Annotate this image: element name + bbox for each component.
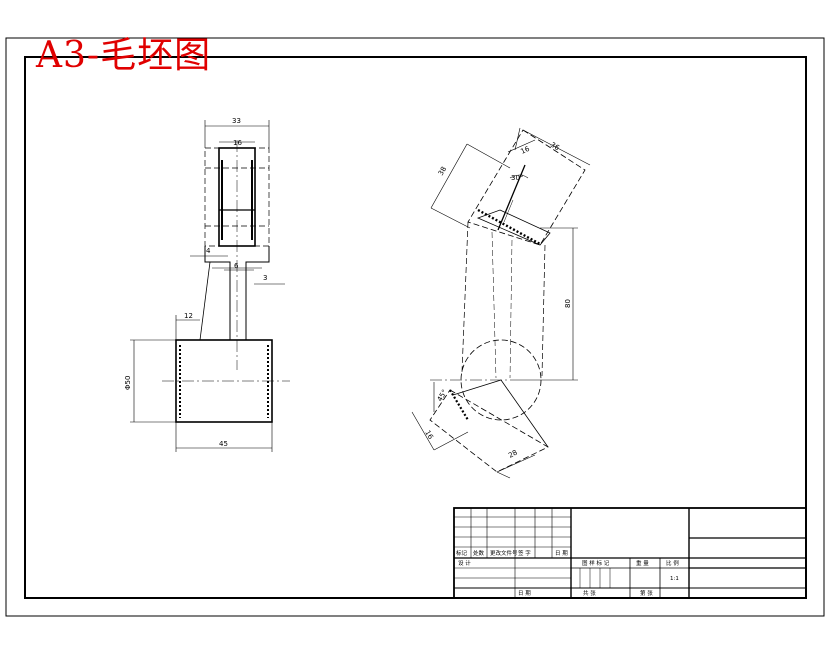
dim-top-inner: 16: [233, 139, 242, 147]
hub-circle: [460, 339, 542, 421]
tb-row-label-count: 处数: [473, 549, 485, 557]
outer-border: [5, 37, 825, 617]
tb-weight: 重 量: [636, 559, 649, 567]
dim-neck-center: 6: [234, 262, 239, 270]
tb-row-label-date: 日 期: [555, 550, 568, 557]
dim-neck-left: 4: [206, 247, 211, 255]
dim-arm-length: 38: [437, 165, 448, 177]
angled-boss: [467, 129, 586, 246]
tb-row-label-change: 更改文件号: [490, 549, 518, 557]
left-view-dimension-text: 33 16 4 6 3 12 Φ50 45: [124, 117, 267, 448]
dim-body-height: Φ50: [124, 376, 132, 390]
dim-angle: 30°: [511, 174, 523, 182]
tb-designer: 设 计: [458, 559, 471, 567]
tb-scale: 比 例: [666, 559, 679, 567]
dim-arm-width: 36: [549, 141, 561, 153]
tb-scale-value: 1:1: [670, 576, 679, 582]
sheet-title: A3-毛坯图: [36, 35, 212, 76]
lower-boss: [429, 389, 549, 473]
title-block: [453, 507, 807, 599]
tb-sheets-total: 共 张: [583, 589, 596, 597]
angled-boss-core: [476, 209, 551, 246]
tb-sheet-no: 第 张: [640, 589, 653, 597]
right-view-dimension-text: 38 16 36 30° 80 45° 16 28: [423, 141, 572, 460]
dim-lower-length: 28: [507, 449, 519, 460]
dim-lower-small: 16: [423, 429, 435, 441]
tb-date: 日 期: [518, 590, 531, 597]
dim-lower-angle: 45°: [436, 388, 449, 403]
dim-neck-right: 3: [263, 274, 267, 282]
title-block-text: 标记 处数 更改文件号 签 字 日 期 设 计 日 期 图 样 标 记 重 量 …: [456, 549, 679, 597]
dim-body-width: 45: [219, 440, 228, 448]
dim-arm-small: 16: [519, 145, 531, 156]
tb-row-label-sign: 签 字: [518, 549, 531, 557]
dim-offset-left: 12: [184, 312, 193, 320]
dim-vertical-span: 80: [564, 299, 572, 308]
right-view: [411, 127, 591, 479]
dim-top-width: 33: [232, 117, 241, 125]
tb-stage-mark: 图 样 标 记: [582, 559, 610, 567]
inner-border: [24, 56, 807, 599]
tb-row-label-mark: 标记: [456, 549, 468, 557]
left-view: [130, 120, 290, 452]
